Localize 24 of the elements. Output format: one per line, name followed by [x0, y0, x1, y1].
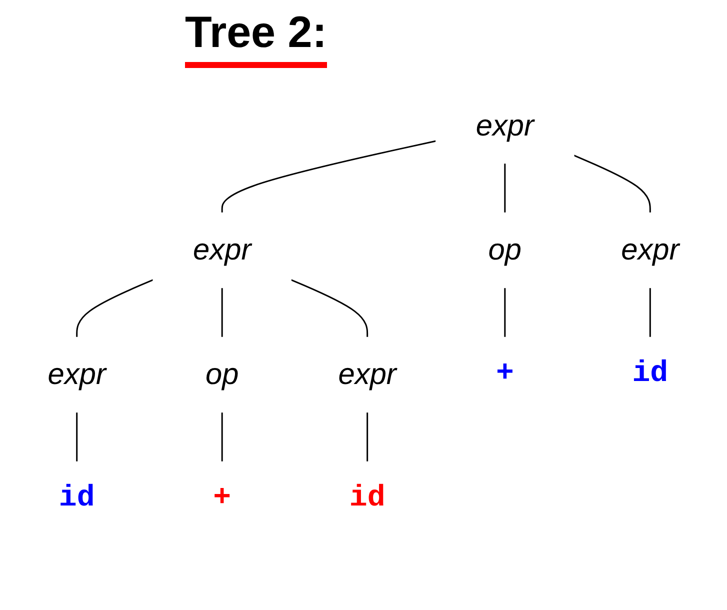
node-text: expr [476, 109, 534, 142]
connector [76, 279, 154, 338]
connector [221, 140, 436, 213]
connector [221, 288, 223, 338]
diagram-title: Tree 2: [185, 8, 327, 68]
connector [76, 412, 78, 462]
connector [366, 412, 368, 462]
connector [504, 288, 506, 338]
node-text: + [496, 357, 514, 392]
connector [290, 279, 368, 338]
node-text: expr [338, 358, 396, 392]
connector [504, 163, 506, 213]
node-text: op [205, 358, 239, 392]
node-text: expr [621, 234, 680, 267]
node-text: id [349, 482, 386, 516]
node-text: + [213, 482, 232, 516]
connector [221, 412, 223, 462]
node-text: id [58, 482, 95, 516]
connector [574, 154, 651, 213]
node-text: id [632, 357, 668, 392]
node-text: op [488, 234, 522, 267]
connector [649, 288, 651, 338]
node-text: expr [48, 358, 106, 392]
node-text: expr [193, 234, 252, 267]
